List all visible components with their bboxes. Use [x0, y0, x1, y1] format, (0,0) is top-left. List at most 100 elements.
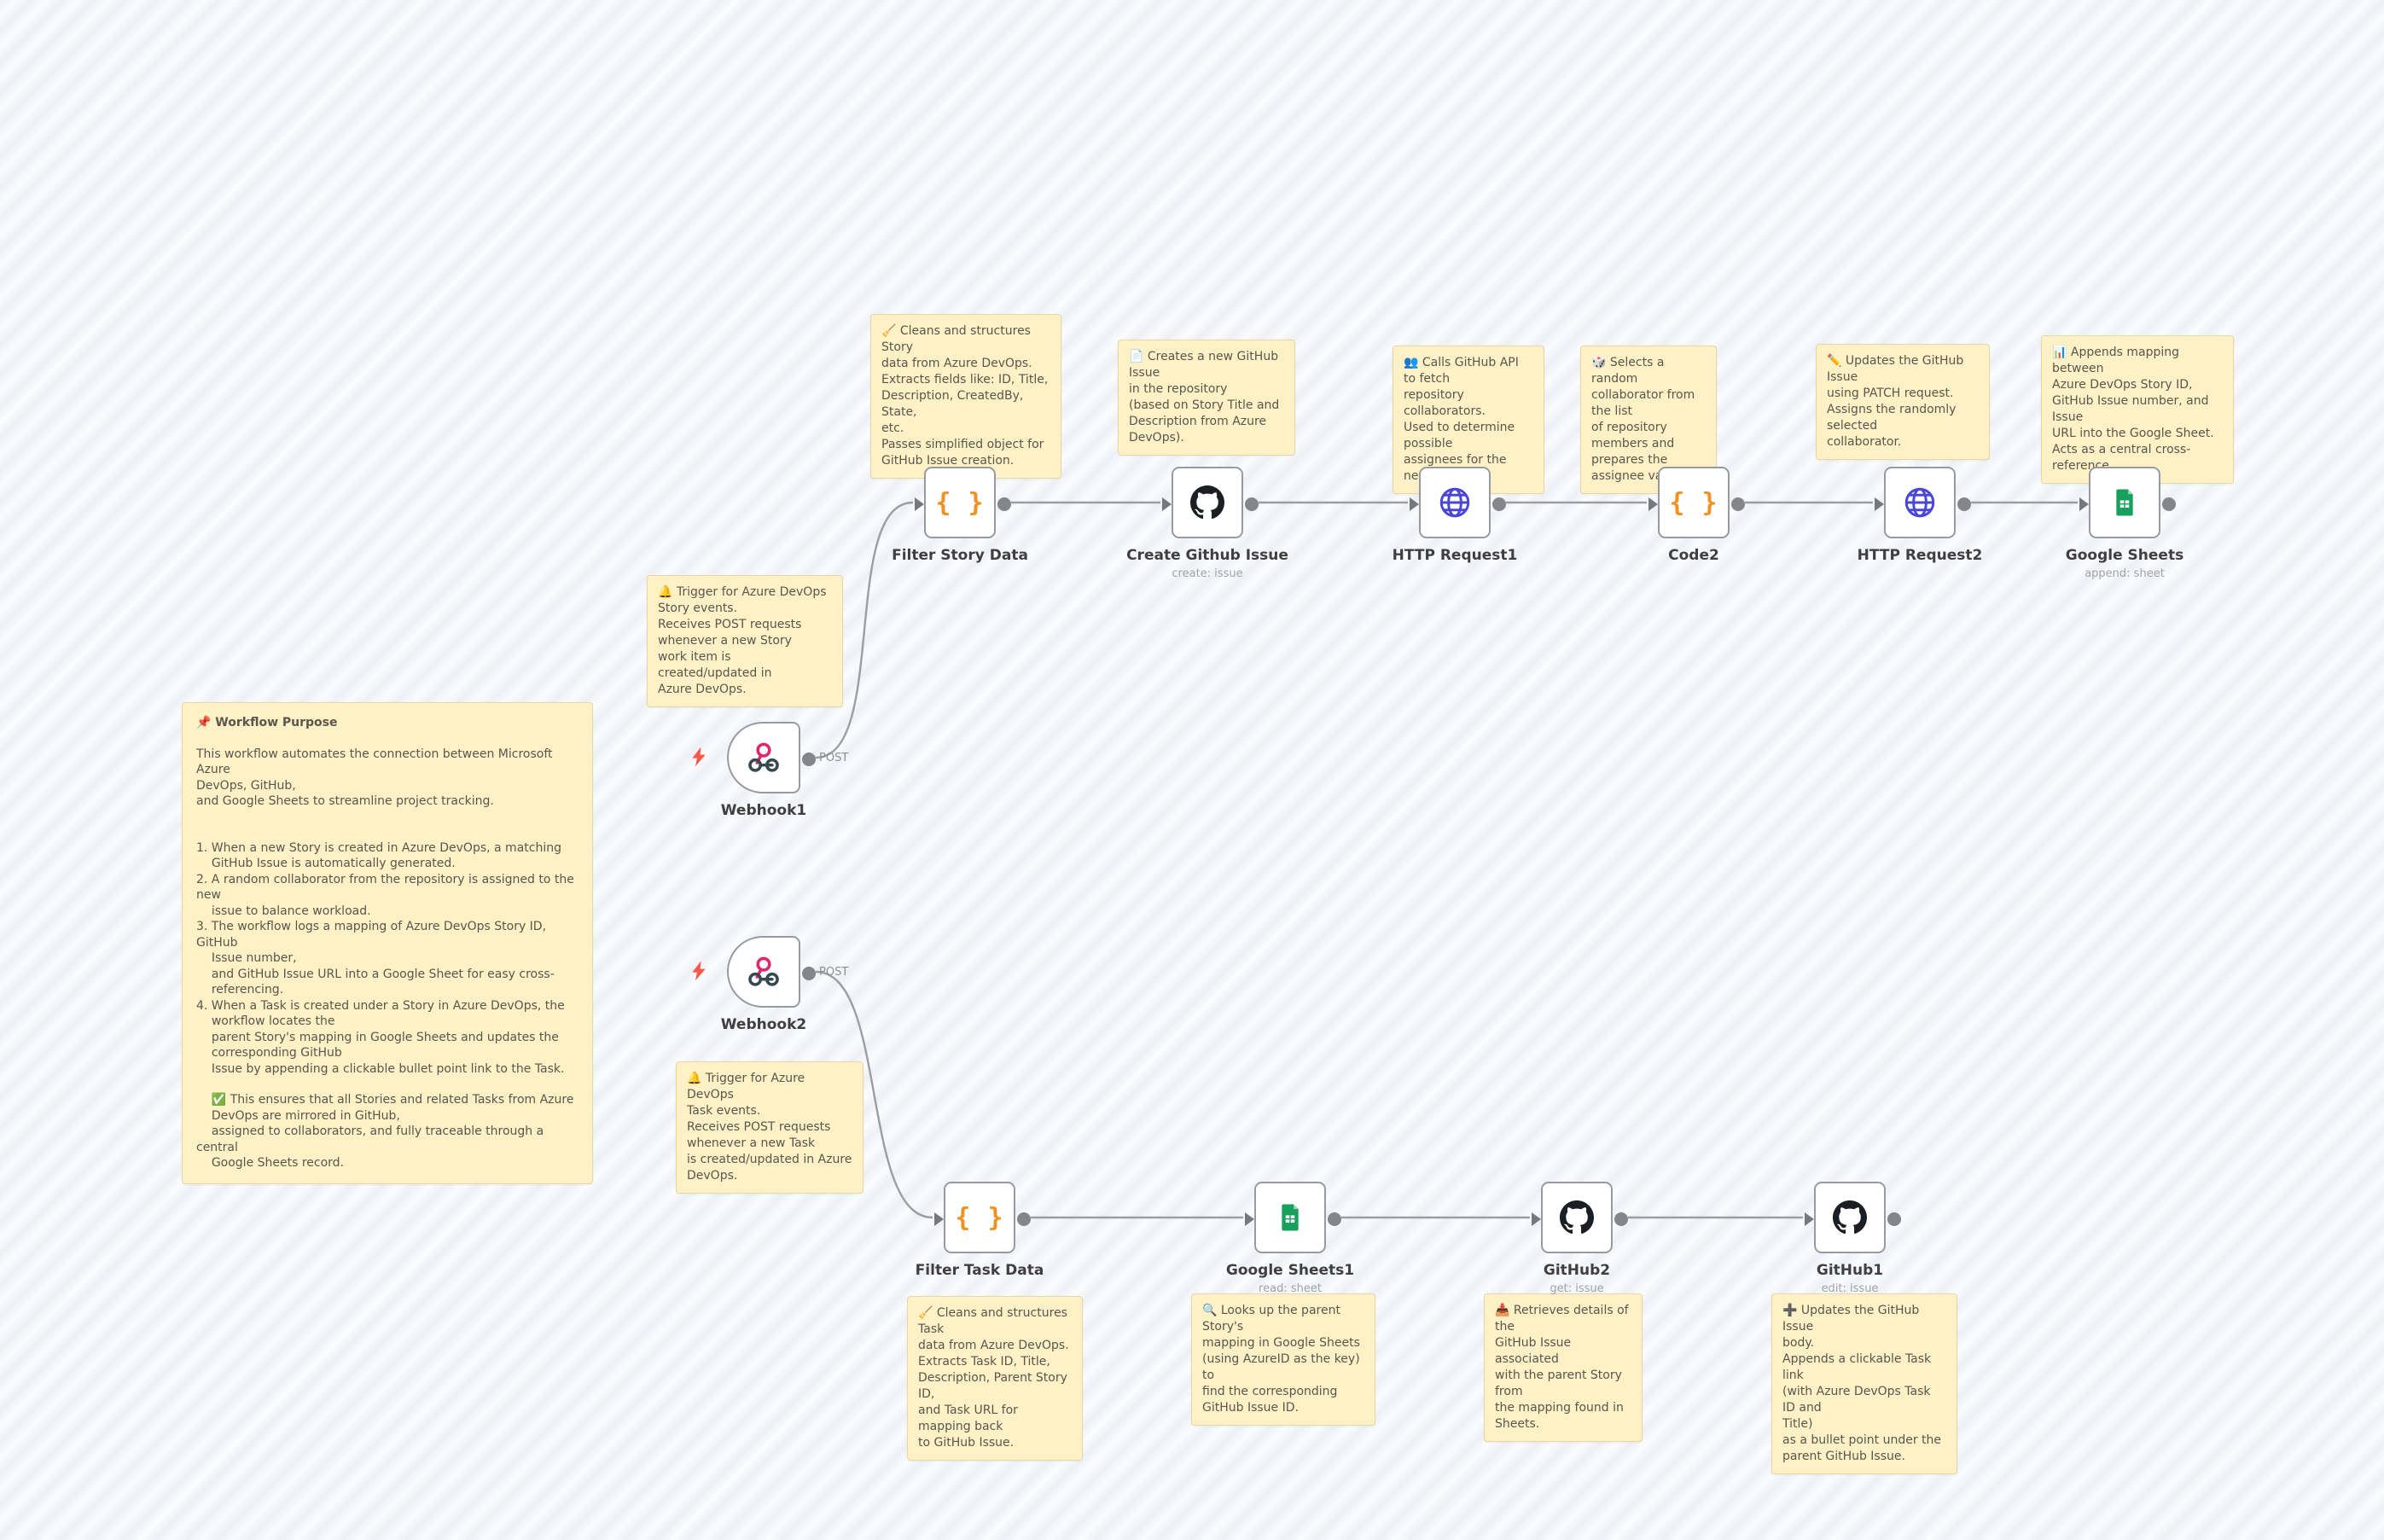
sticky-note-line: as a bullet point under the	[1782, 1433, 1942, 1447]
node-webhook1[interactable]: POST Webhook1	[692, 722, 848, 819]
node-code2[interactable]: { } Code2	[1648, 467, 1745, 564]
input-port[interactable]	[1805, 1212, 1814, 1226]
sticky-note-line: GitHub Issue ID.	[1202, 1401, 1299, 1415]
sticky-note-line: parent Story's mapping in Google Sheets …	[196, 1030, 559, 1044]
node-subtitle: read: sheet	[1259, 1282, 1322, 1295]
node-label: Code2	[1668, 547, 1719, 564]
input-port[interactable]	[1532, 1212, 1541, 1226]
output-port[interactable]	[1731, 497, 1745, 511]
sticky-note-line: ➕ Updates the GitHub Issue	[1782, 1304, 1923, 1334]
input-port[interactable]	[915, 497, 924, 511]
connection-webhook1-to-filter-story-data[interactable]	[815, 501, 914, 759]
sticky-note-line: Description from Azure	[1129, 415, 1267, 428]
output-port[interactable]	[802, 967, 816, 980]
sticky-note-line: 📄 Creates a new GitHub Issue	[1129, 350, 1282, 380]
input-port[interactable]	[934, 1212, 944, 1226]
sticky-note-line: to GitHub Issue.	[918, 1436, 1015, 1450]
node-label: Create Github Issue	[1126, 547, 1288, 564]
sticky-note-line: data from Azure DevOps.	[881, 357, 1032, 370]
input-port[interactable]	[1245, 1212, 1254, 1226]
sticky-note-line: 👥 Calls GitHub API to fetch	[1404, 356, 1523, 386]
node-filter-task-data[interactable]: { } Filter Task Data	[916, 1182, 1044, 1279]
sticky-note-line: DevOps, GitHub,	[196, 778, 296, 793]
output-port[interactable]	[1887, 1212, 1901, 1226]
input-port[interactable]	[2079, 497, 2089, 511]
input-port[interactable]	[1875, 497, 1884, 511]
sticky-note-line: 🔔 Trigger for Azure DevOps	[687, 1072, 809, 1101]
sticky-note-line: work item is created/updated in	[658, 650, 772, 680]
code-icon: { }	[1669, 487, 1718, 518]
output-port[interactable]	[1492, 497, 1506, 511]
sticky-note-line: body.	[1782, 1336, 1815, 1350]
sticky-note-line: GitHub Issue creation.	[881, 454, 1015, 468]
sticky-note-line: Azure DevOps Story ID,	[2052, 378, 2193, 392]
node-http-request2[interactable]: HTTP Request2	[1858, 467, 1982, 564]
output-port[interactable]	[1245, 497, 1259, 511]
node-label: Webhook1	[720, 802, 807, 819]
sticky-note-line: with the parent Story from	[1495, 1369, 1626, 1398]
sheets-icon	[2108, 486, 2141, 519]
sticky-note-line: Azure DevOps.	[658, 683, 747, 696]
input-port[interactable]	[1648, 497, 1658, 511]
sticky-note-line: 📊 Appends mapping between	[2052, 346, 2183, 375]
lightning-bolt-icon	[688, 746, 715, 773]
node-http-request1[interactable]: HTTP Request1	[1393, 467, 1517, 564]
output-port[interactable]	[997, 497, 1011, 511]
output-port[interactable]	[2162, 497, 2176, 511]
code-icon: { }	[955, 1202, 1004, 1233]
webhook-method-label: POST	[819, 966, 849, 979]
node-label: Filter Task Data	[915, 1262, 1044, 1279]
input-port[interactable]	[1162, 497, 1172, 511]
webhook-method-label: POST	[819, 752, 849, 764]
sticky-note-line: Receives POST requests	[658, 618, 802, 631]
sticky-note-line: ✏️ Updates the GitHub Issue	[1827, 354, 1968, 384]
sticky-note-line: 4. When a Task is created under a Story …	[196, 998, 565, 1013]
sticky-note-line: referencing.	[196, 983, 284, 997]
sticky-note-patch-issue-note[interactable]: ✏️ Updates the GitHub Issue using PATCH r…	[1816, 344, 1990, 460]
sticky-note-line: This workflow automates the connection b…	[196, 747, 556, 777]
sticky-note-line: Google Sheets record.	[196, 1156, 345, 1170]
output-port[interactable]	[1017, 1212, 1031, 1226]
sticky-note-line: ✅ This ensures that all Stories and rela…	[196, 1093, 574, 1107]
output-port[interactable]	[802, 753, 816, 766]
github-icon	[1560, 1200, 1594, 1235]
node-label: Filter Story Data	[892, 547, 1028, 564]
sticky-note-line: (using AzureID as the key) to	[1202, 1352, 1364, 1382]
sticky-note-line: using PATCH request.	[1827, 386, 1954, 400]
sticky-note-line: repository collaborators.	[1404, 388, 1486, 418]
sticky-note-line: the mapping found in Sheets.	[1495, 1401, 1628, 1431]
sticky-note-line: of repository members and	[1591, 421, 1675, 450]
output-port[interactable]	[1957, 497, 1971, 511]
sticky-note-line: whenever a new Task	[687, 1136, 816, 1150]
sticky-note-line: collaborator from the list	[1591, 388, 1699, 418]
sticky-note-line: GitHub Issue is automatically generated.	[196, 857, 456, 870]
output-port[interactable]	[1328, 1212, 1341, 1226]
sticky-note-line: mapping in Google Sheets	[1202, 1336, 1360, 1350]
sticky-note-line: and Google Sheets to streamline project …	[196, 794, 494, 808]
input-port[interactable]	[1410, 497, 1419, 511]
http-icon	[1902, 485, 1938, 520]
output-port[interactable]	[1614, 1212, 1628, 1226]
sticky-note-line: Passes simplified object for	[881, 438, 1044, 451]
sticky-note-line: 📌 Workflow Purpose	[196, 716, 338, 729]
connection-webhook2-to-filter-task-data[interactable]	[815, 970, 933, 1219]
sticky-note-line: (with Azure DevOps Task ID and	[1782, 1385, 1934, 1415]
node-filter-story-data[interactable]: { }Filter Story Data	[892, 467, 1028, 564]
